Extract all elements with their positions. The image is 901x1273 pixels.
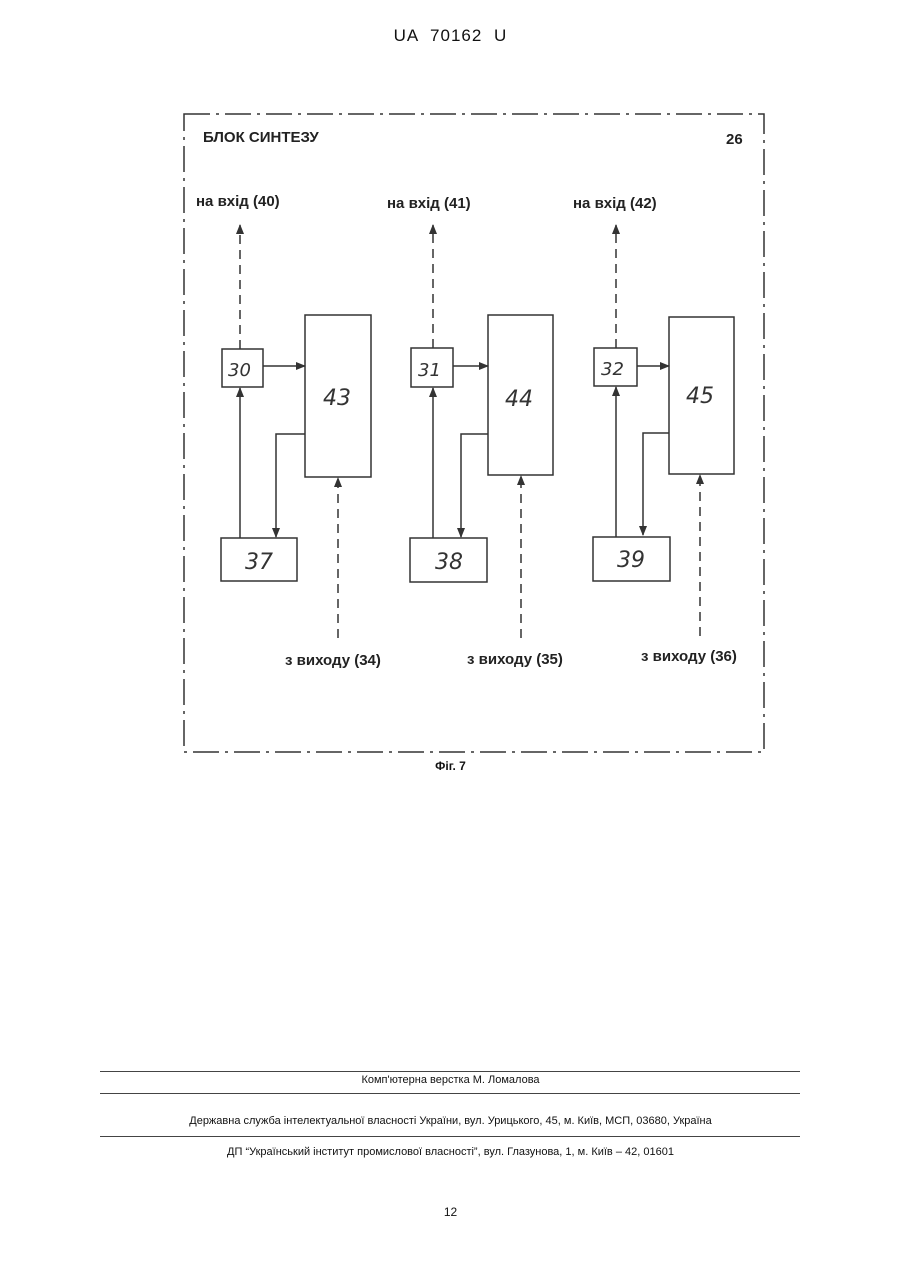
block-38-label: 38 [435,550,463,575]
agency-address: Державна служба інтелектуальної власност… [0,1115,901,1127]
block-39-label: 39 [617,548,645,573]
feedback-43-37 [276,434,305,537]
input-label-1: з виходу (34) [285,652,381,669]
block-45-label: 45 [686,384,714,409]
feedback-45-39 [643,433,669,535]
block-32-label: 32 [601,359,624,380]
block-37-label: 37 [245,550,273,575]
output-label-2: на вхід (41) [387,195,471,212]
block-43-label: 43 [323,386,351,411]
block-number: 26 [726,131,743,148]
footer-rule-3 [100,1136,800,1137]
block-diagram: БЛОК СИНТЕЗУ 26 на вхід (40) 30 43 37 з … [0,0,901,800]
output-label-3: на вхід (42) [573,195,657,212]
institute-address: ДП “Український інститут промислової вла… [0,1146,901,1158]
block-title: БЛОК СИНТЕЗУ [203,129,319,146]
figure-caption: Фіг. 7 [0,759,901,773]
output-label-1: на вхід (40) [196,193,280,210]
page-number: 12 [0,1205,901,1219]
footer-rule-1 [100,1071,800,1072]
input-label-2: з виходу (35) [467,651,563,668]
block-31-label: 31 [418,360,441,381]
block-44-label: 44 [505,387,533,412]
synthesis-unit-3: на вхід (42) 32 45 39 з виходу (36) [573,195,737,665]
layout-credit: Комп'ютерна верстка М. Ломалова [0,1074,901,1086]
synthesis-unit-2: на вхід (41) 31 44 38 з виходу (35) [387,195,563,668]
footer-rule-2 [100,1093,800,1094]
block-30-label: 30 [228,360,251,381]
synthesis-unit-1: на вхід (40) 30 43 37 з виходу (34) [196,193,381,669]
feedback-44-38 [461,434,488,537]
input-label-3: з виходу (36) [641,648,737,665]
